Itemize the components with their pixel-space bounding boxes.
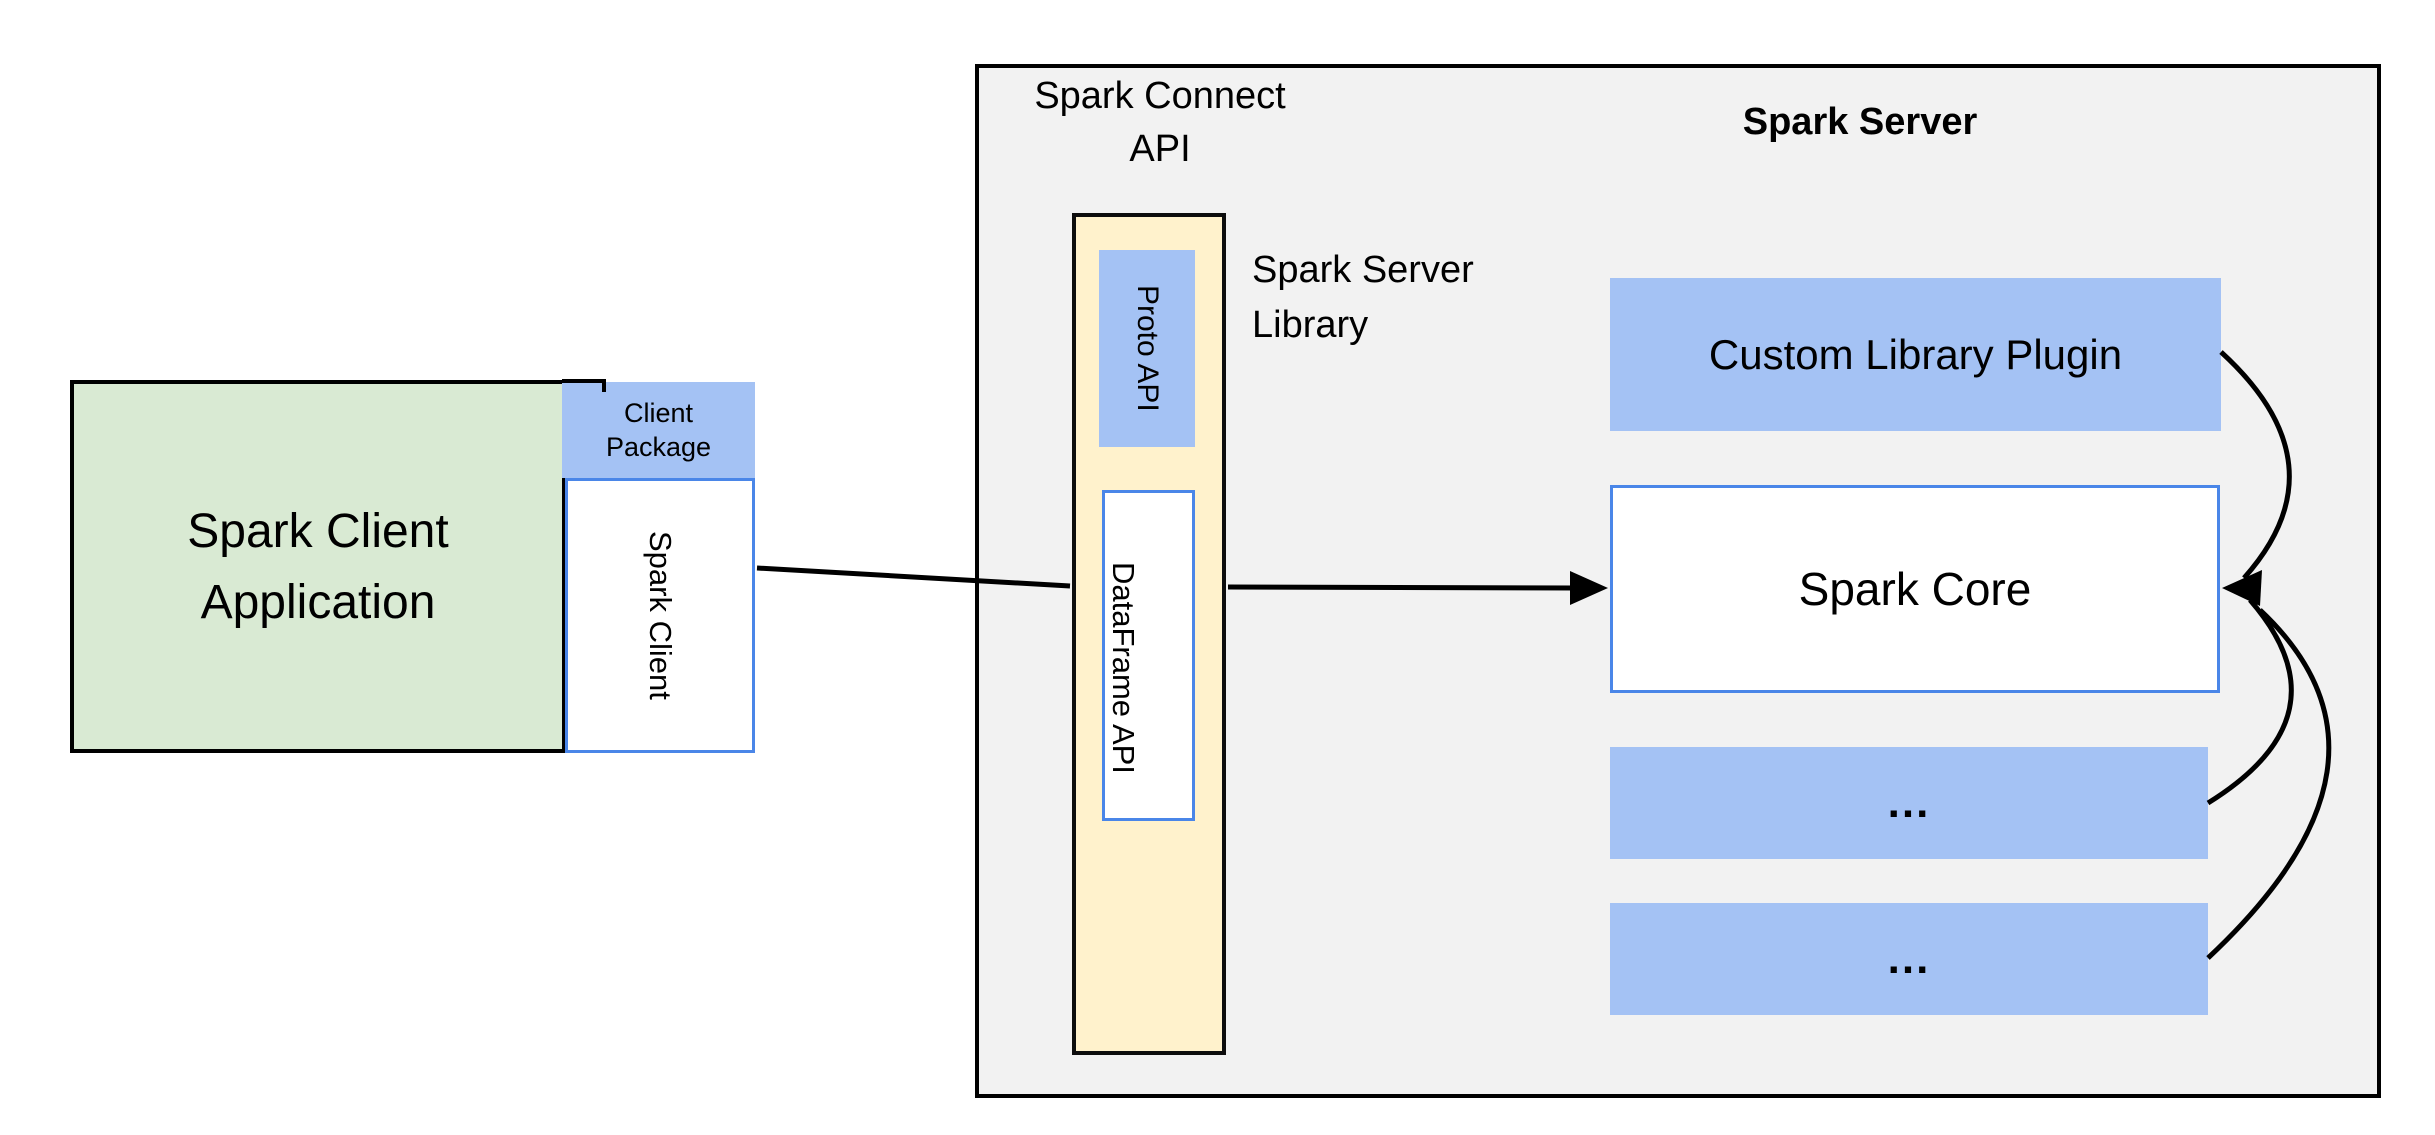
spark-connect-api-title: Spark Connect API <box>1034 75 1286 170</box>
spark-client-application-label: Spark Client Application <box>187 504 449 629</box>
green-box-border-tick <box>602 379 606 392</box>
client-package-node: Client Package <box>562 382 755 478</box>
spark-client-application-node: Spark Client Application <box>70 380 566 753</box>
proto-api-node: Proto API <box>1099 250 1195 447</box>
client-package-label: Client Package <box>605 398 712 462</box>
dataframe-api-node: DataFrame API <box>1102 490 1195 821</box>
spark-client-label: Spark Client <box>643 531 678 700</box>
green-box-top-border-overhang <box>562 379 606 383</box>
ellipsis-top-label: ... <box>1887 778 1931 827</box>
custom-library-plugin-label: Custom Library Plugin <box>1708 330 2123 378</box>
ellipsis-node-bottom: ... <box>1610 903 2208 1015</box>
dataframe-api-label: DataFrame API <box>1106 561 1141 774</box>
spark-server-library-label: Spark Server Library <box>1252 249 1474 346</box>
spark-client-node: Spark Client <box>565 478 755 753</box>
custom-library-plugin-node: Custom Library Plugin <box>1610 278 2221 431</box>
proto-api-label: Proto API <box>1131 285 1164 412</box>
spark-core-node: Spark Core <box>1610 485 2220 693</box>
spark-core-label: Spark Core <box>1798 563 2032 615</box>
spark-server-title: Spark Server <box>1742 101 1978 143</box>
ellipsis-node-top: ... <box>1610 747 2208 859</box>
ellipsis-bottom-label: ... <box>1887 934 1931 983</box>
